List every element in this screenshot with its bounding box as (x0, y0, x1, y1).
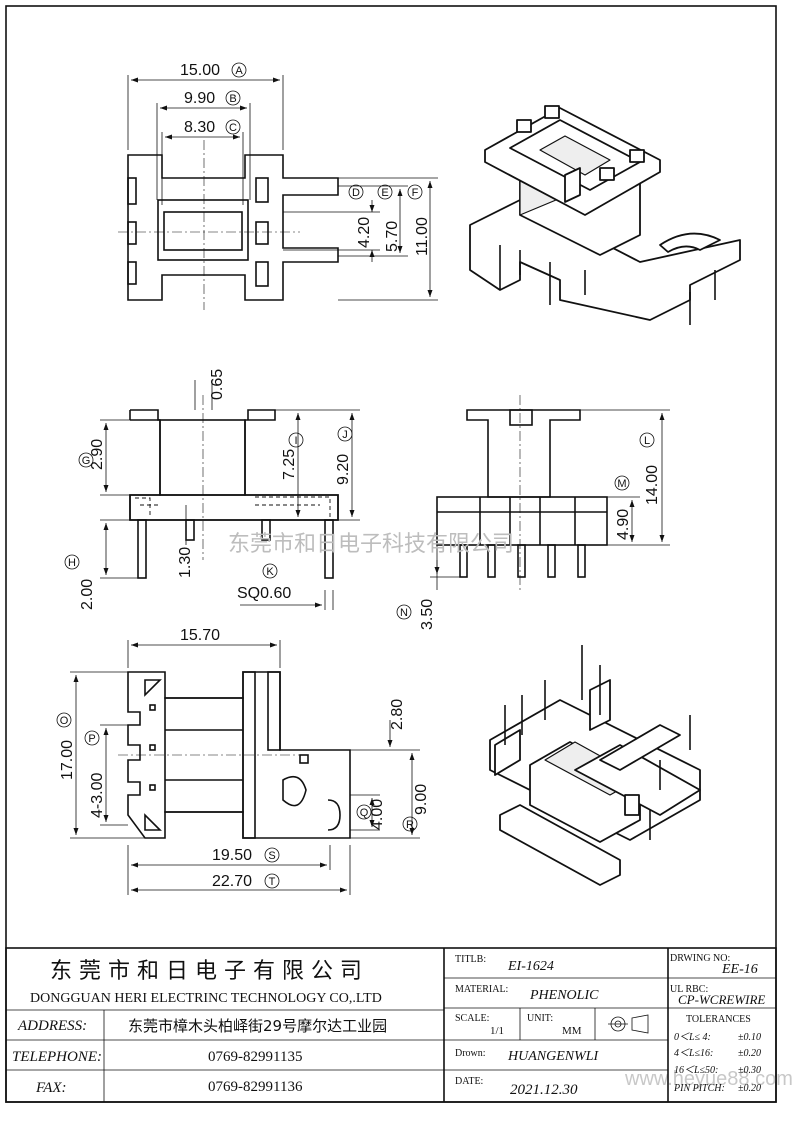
telephone-label: TELEPHONE: (12, 1049, 102, 1065)
bottom-view: 15.70 17.00 4-3.00 2.80 4.00 9.00 19.50 … (56, 627, 430, 895)
drawn-label: Drown: (455, 1048, 486, 1059)
projection-symbol-icon (608, 1014, 649, 1034)
title-value: EI-1624 (507, 959, 554, 974)
tolerances-label: TOLERANCES (686, 1014, 751, 1025)
front-dim-a: 0.65 (209, 369, 226, 400)
bottom-marker-p: P (88, 733, 95, 745)
company-name-cn: 东 莞 市 和 日 电 子 有 限 公 司 (50, 959, 362, 984)
bottom-marker-r: R (406, 819, 414, 831)
unit-value: MM (562, 1025, 582, 1037)
title-block: 东 莞 市 和 日 电 子 有 限 公 司 DONGGUAN HERI ELEC… (5, 947, 777, 1103)
watermark-url: www.heyue88.com (624, 1068, 793, 1090)
front-dim-c: 7.25 (281, 449, 298, 480)
title-label: TITLB: (455, 954, 486, 965)
top-dim-g: 11.00 (414, 217, 431, 256)
bottom-dim-f: 9.00 (413, 784, 430, 815)
bottom-marker-o: O (60, 715, 69, 727)
address-value: 东莞市樟木头柏峄街29号摩尔达工业园 (128, 1017, 387, 1035)
bottom-marker-s: S (268, 850, 275, 862)
front-view: 0.65 2.90 7.25 9.20 1.30 2.00 SQ0.60 G H… (64, 369, 360, 610)
drawing-no-value: EE-16 (721, 962, 758, 977)
scale-value: 1/1 (490, 1025, 504, 1037)
top-dim-e: 4.20 (356, 217, 373, 248)
front-marker-g: G (82, 455, 91, 467)
isometric-view-top (469, 105, 741, 325)
top-marker-a: A (235, 65, 243, 77)
top-marker-e: E (381, 187, 388, 199)
date-value: 2021.12.30 (510, 1082, 578, 1098)
front-dim-b: 2.90 (89, 439, 106, 470)
ul-value: CP-WCREWIRE (678, 992, 765, 1007)
material-value: PHENOLIC (529, 988, 599, 1003)
tolerance-value-1: ±0.10 (738, 1032, 761, 1043)
address-label: ADDRESS: (17, 1018, 87, 1034)
telephone-value: 0769-82991135 (208, 1049, 302, 1065)
top-dim-c: 8.30 (184, 119, 215, 136)
tolerance-value-3: ±0.30 (738, 1065, 761, 1076)
bottom-dim-a: 15.70 (180, 627, 220, 644)
ul-label: UL RBC: (670, 984, 708, 995)
side-marker-m: M (617, 478, 626, 490)
side-dim-a: 14.00 (644, 465, 661, 505)
bottom-dim-e: 4.00 (369, 799, 386, 830)
date-label: DATE: (455, 1076, 483, 1087)
tolerance-range-1: 0＜L≤ 4: (674, 1032, 711, 1043)
tolerance-range-4: PIN PITCH: (673, 1083, 725, 1094)
side-marker-l: L (644, 435, 650, 447)
bottom-dim-b: 17.00 (59, 740, 76, 780)
side-dim-c: 3.50 (419, 599, 436, 630)
front-marker-j: J (342, 429, 348, 441)
drawing-no-label: DRWING NO: (670, 953, 730, 964)
fax-label: FAX: (35, 1080, 67, 1096)
top-marker-b: B (229, 93, 236, 105)
unit-label: UNIT: (527, 1013, 553, 1024)
side-dim-b: 4.90 (615, 509, 632, 540)
top-marker-c: C (229, 122, 237, 134)
top-dim-a: 15.00 (180, 62, 220, 79)
side-marker-n: N (400, 607, 408, 619)
top-marker-d: D (352, 187, 360, 199)
drawn-value: HUANGENWLI (507, 1049, 600, 1064)
top-view: 15.00 A 9.90 B 8.30 C D E F 4.20 5.70 11… (118, 62, 438, 310)
bottom-marker-t: T (269, 876, 276, 888)
front-dim-f: 2.00 (79, 579, 96, 610)
tolerance-range-3: 16＜L≤50: (674, 1065, 718, 1076)
tolerance-value-2: ±0.20 (738, 1048, 761, 1059)
side-view: 14.00 4.90 3.50 L M N (396, 395, 670, 630)
front-marker-i: I (294, 435, 297, 447)
scale-label: SCALE: (455, 1013, 489, 1024)
front-dim-e: 1.30 (177, 547, 194, 578)
tolerance-range-2: 4＜L≤16: (674, 1048, 713, 1059)
front-dim-d: 9.20 (335, 454, 352, 485)
bottom-dim-h: 22.70 (212, 873, 252, 890)
isometric-view-bottom (489, 645, 701, 886)
top-dim-f: 5.70 (384, 221, 401, 252)
material-label: MATERIAL: (455, 984, 508, 995)
watermark-text: 东莞市和日电子科技有限公司 (228, 532, 514, 557)
top-marker-f: F (412, 187, 419, 199)
front-marker-h: H (68, 557, 76, 569)
tolerance-value-4: ±0.20 (738, 1083, 761, 1094)
bottom-dim-d: 2.80 (389, 699, 406, 730)
fax-value: 0769-82991136 (208, 1079, 303, 1095)
bottom-marker-q: Q (360, 807, 369, 819)
bottom-dim-c: 4-3.00 (89, 773, 106, 818)
company-name-en: DONGGUAN HERI ELECTRINC TECHNOLOGY CO,.L… (30, 991, 382, 1006)
front-dim-g: SQ0.60 (237, 585, 291, 602)
bottom-dim-g: 19.50 (212, 847, 252, 864)
top-dim-b: 9.90 (184, 90, 215, 107)
front-marker-k: K (266, 566, 274, 578)
